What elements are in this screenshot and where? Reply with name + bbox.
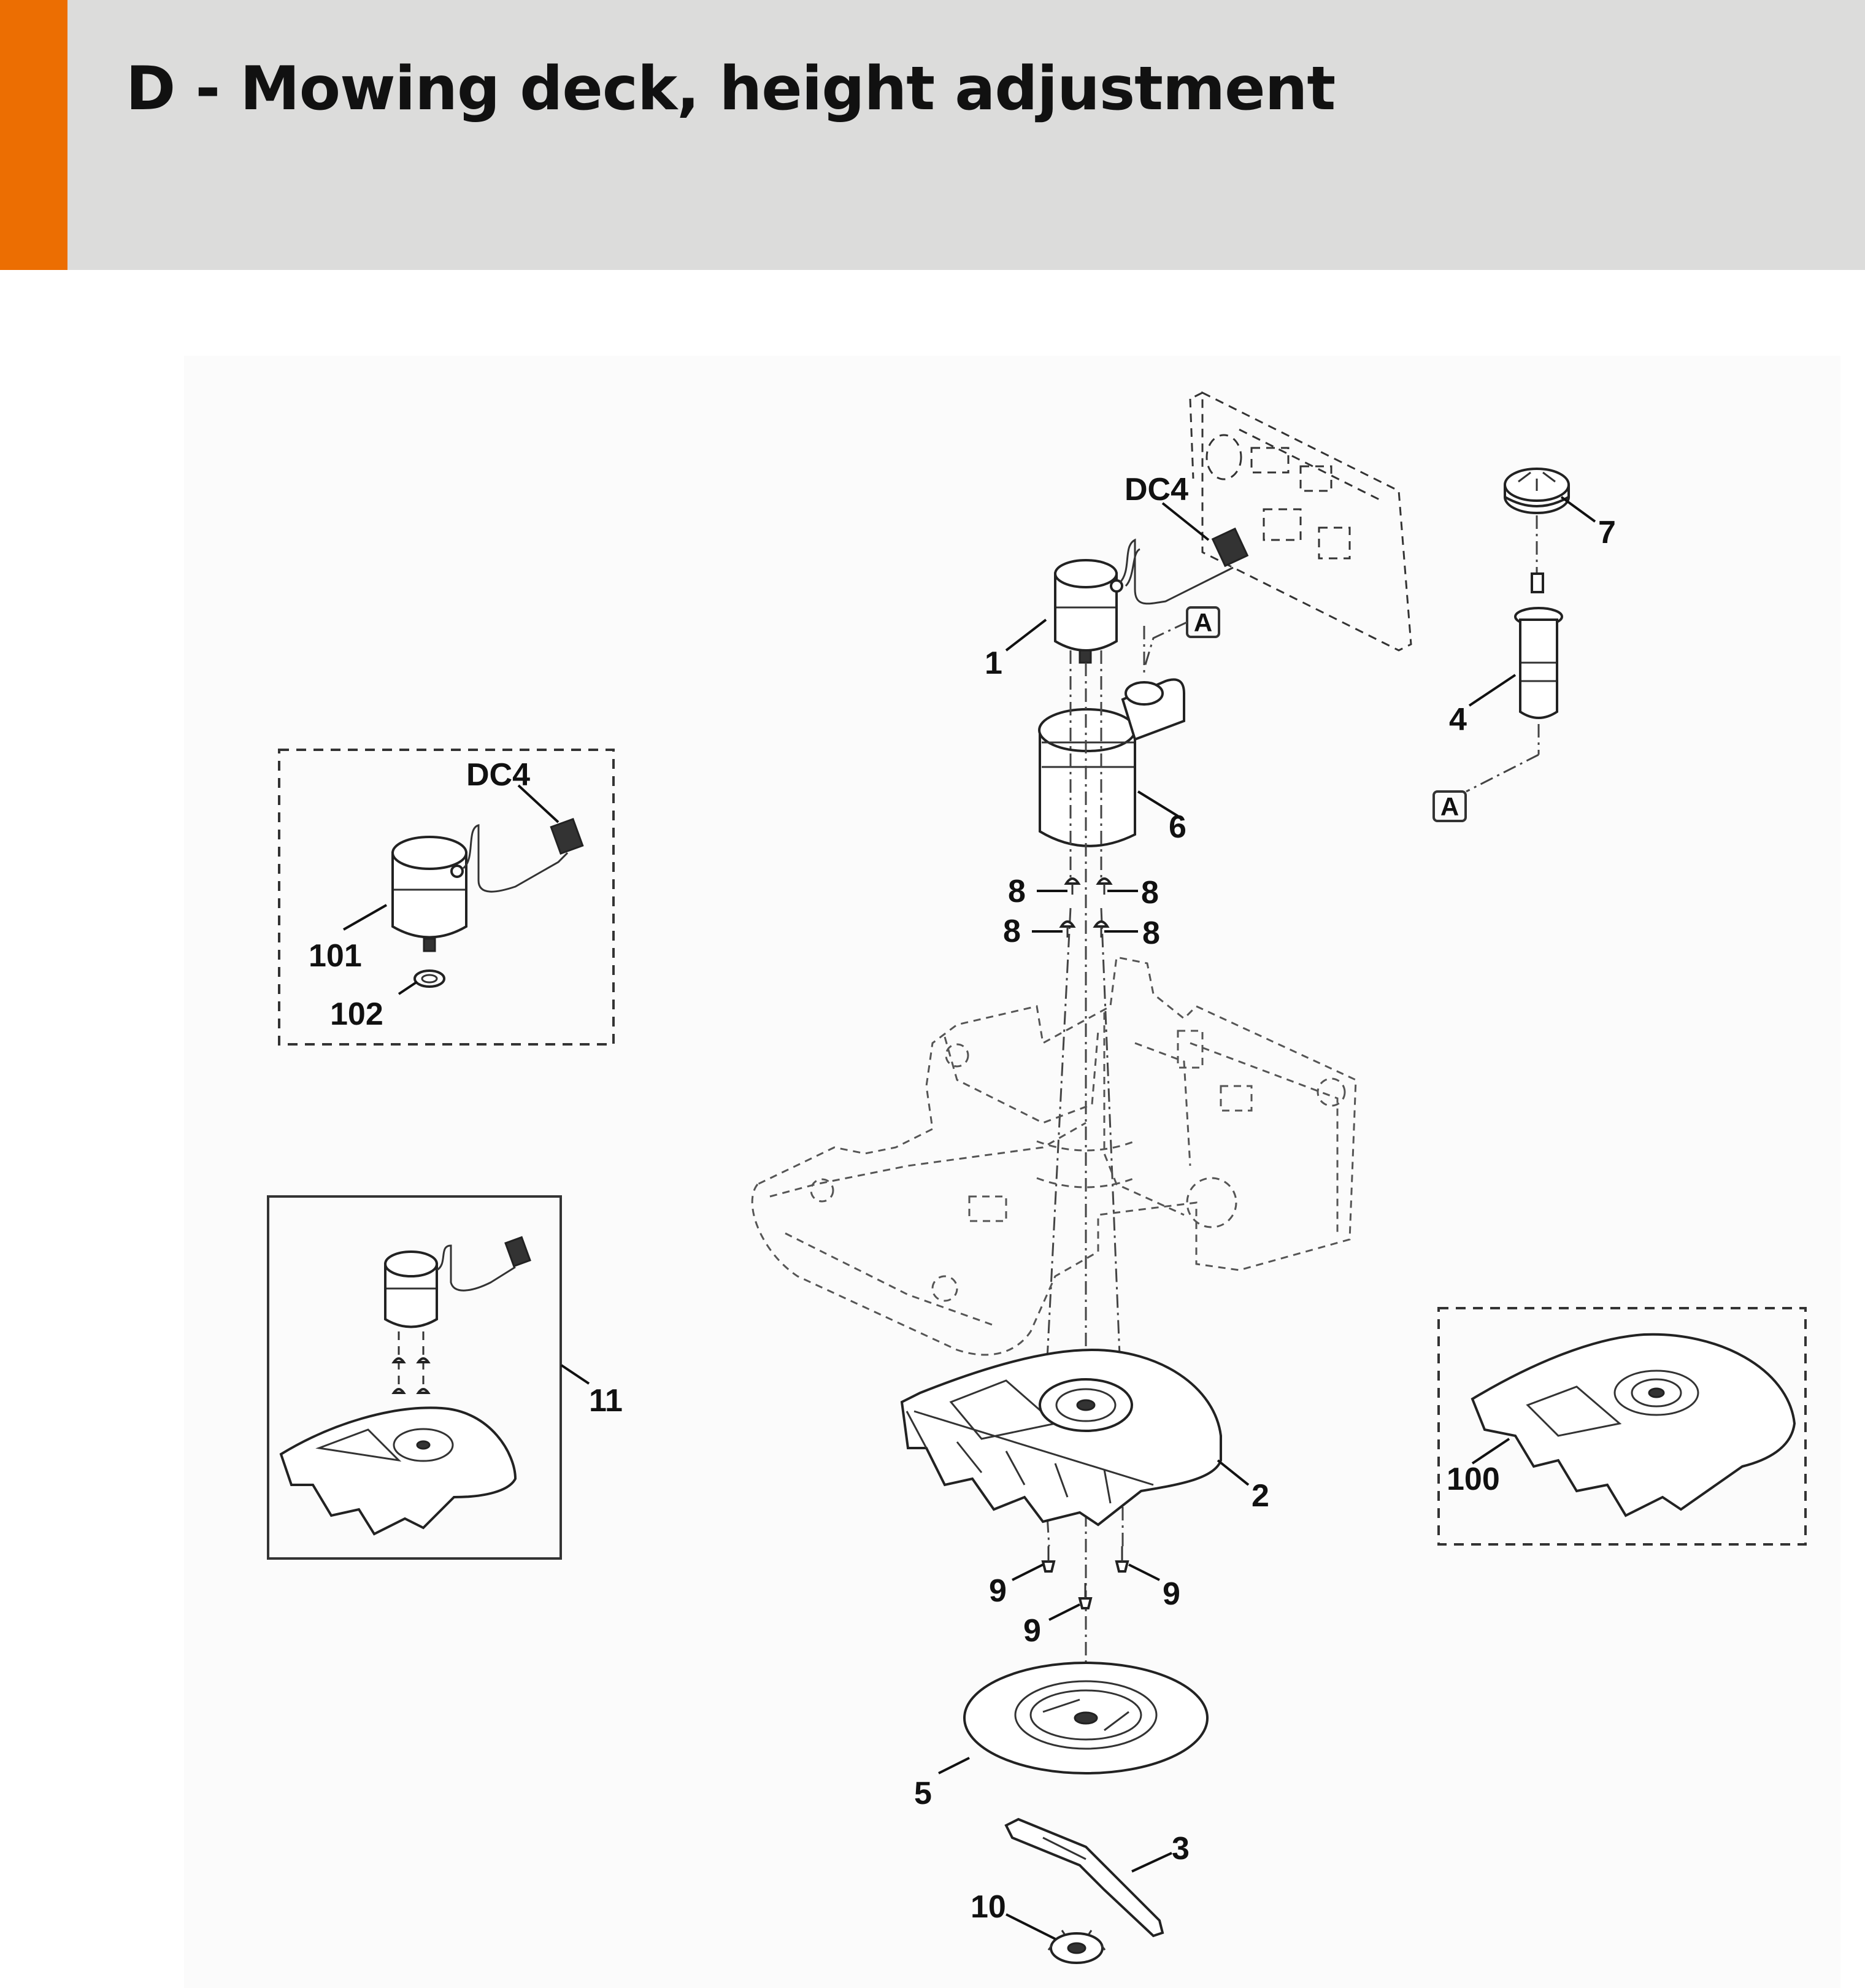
page-title: D - Mowing deck, height adjustment [126, 54, 1336, 124]
label-101: 101 [309, 938, 362, 974]
blade [1004, 1817, 1164, 1938]
screws-9-group [1041, 1546, 1129, 1609]
callout-labels: DC4 1 6 7 4 8 8 8 8 2 9 9 9 5 3 10 DC4 1… [309, 472, 1616, 1925]
accent-bar [0, 0, 67, 270]
label-9-right: 9 [1163, 1576, 1180, 1612]
complete-kit-box [267, 1195, 590, 1560]
page-header: D - Mowing deck, height adjustment [0, 0, 1865, 270]
label-5: 5 [914, 1776, 932, 1811]
blade-disc [963, 1662, 1209, 1774]
label-10: 10 [971, 1889, 1006, 1925]
label-8-bottom-left: 8 [1003, 914, 1021, 949]
label-8-bottom-right: 8 [1142, 915, 1160, 951]
marker-a-bottom-label: A [1440, 792, 1459, 821]
alt-deck-box [1437, 1307, 1807, 1546]
label-2: 2 [1252, 1478, 1269, 1514]
leader-lines [938, 496, 1596, 1940]
label-7: 7 [1598, 515, 1616, 550]
marker-a-top-label: A [1194, 608, 1212, 637]
chassis-outline [751, 956, 1357, 1356]
height-adjustment-knob [1504, 468, 1570, 514]
label-9-left: 9 [989, 1573, 1007, 1609]
label-8-top-right: 8 [1141, 875, 1159, 911]
label-1: 1 [985, 645, 1002, 681]
blade-nut [1047, 1930, 1106, 1964]
reference-marker-a-bottom: A [1432, 790, 1467, 822]
label-11: 11 [589, 1383, 623, 1419]
label-100: 100 [1447, 1462, 1500, 1497]
motor-housing [1038, 678, 1185, 847]
label-dc4-kit: DC4 [466, 757, 530, 793]
label-4: 4 [1449, 702, 1467, 738]
mowing-deck [900, 1348, 1222, 1527]
label-102: 102 [330, 996, 383, 1032]
label-3: 3 [1172, 1831, 1190, 1867]
label-dc4-main: DC4 [1125, 472, 1188, 507]
label-6: 6 [1169, 809, 1186, 845]
reference-marker-a-top: A [1143, 606, 1220, 669]
label-9-center: 9 [1023, 1613, 1041, 1649]
motor-kit-box [278, 749, 615, 1046]
height-sensor [1466, 515, 1563, 793]
screws-8-group [1059, 877, 1113, 938]
height-adjustment-motor [1054, 527, 1249, 664]
control-board-outline [1189, 391, 1412, 652]
label-8-top-left: 8 [1008, 874, 1026, 909]
